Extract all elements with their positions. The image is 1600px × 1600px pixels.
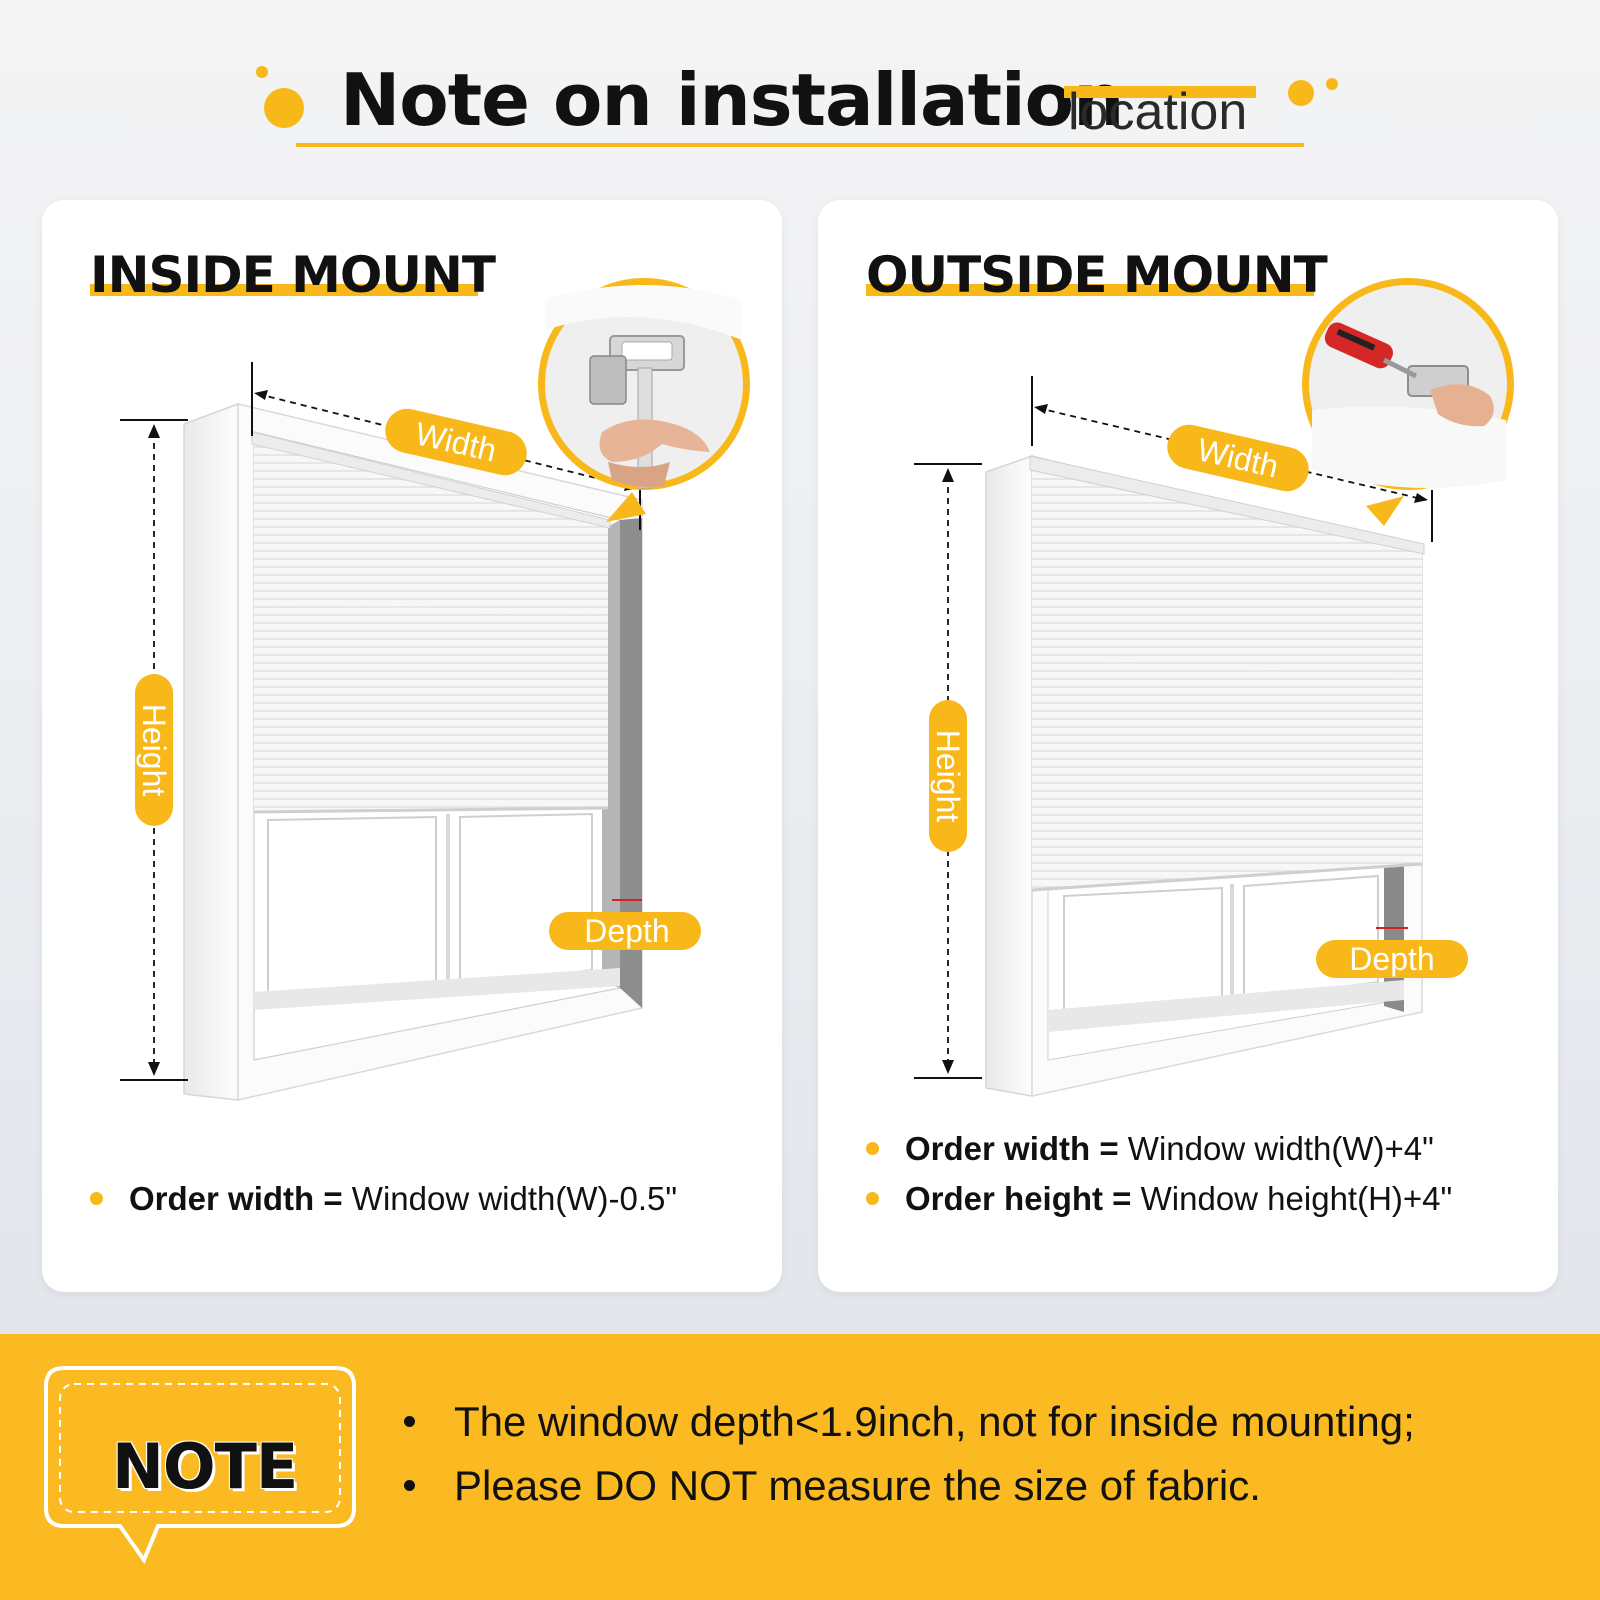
inside-formula-width: Order width = Window width(W)-0.5" xyxy=(90,1180,677,1218)
outside-formula-width: Order width = Window width(W)+4" xyxy=(866,1130,1434,1168)
outside-depth-label: Depth xyxy=(1349,941,1434,977)
cellular-shade xyxy=(251,431,611,814)
note-item: Please DO NOT measure the size of fabric… xyxy=(404,1454,1415,1518)
note-section: NOTE The window depth<1.9inch, not for i… xyxy=(0,1334,1600,1600)
outside-height-label: Height xyxy=(930,730,966,823)
cellular-shade xyxy=(1029,455,1425,892)
outside-mount-card: OUTSIDE MOUNT xyxy=(818,200,1558,1292)
outside-mount-title: OUTSIDE MOUNT xyxy=(866,246,1328,304)
decor-dot-small-right xyxy=(1326,78,1338,90)
page-title: Note on installation xyxy=(340,58,1124,142)
height-dimension: Height xyxy=(914,463,982,1079)
outside-title-highlight xyxy=(866,284,1314,296)
bullet-dot xyxy=(866,1191,879,1205)
header: Note on installation location xyxy=(0,0,1600,190)
outside-mount-diagram: Width Height Depth xyxy=(914,278,1514,1097)
page-title-accent: location xyxy=(1068,83,1248,141)
height-dimension: Height xyxy=(120,419,188,1081)
hand-icon xyxy=(599,419,710,462)
inside-title-highlight xyxy=(90,284,478,296)
outside-formula-height: Order height = Window height(H)+4" xyxy=(866,1180,1452,1218)
note-list: The window depth<1.9inch, not for inside… xyxy=(404,1390,1415,1518)
note-item: The window depth<1.9inch, not for inside… xyxy=(404,1390,1415,1454)
title-accent-highlight xyxy=(1064,86,1256,98)
title-underline xyxy=(296,143,1304,147)
window-panes xyxy=(254,812,620,1010)
inside-mount-diagram: Width Height Depth xyxy=(120,278,750,1101)
bullet-dot xyxy=(90,1191,103,1205)
inside-mount-card: INSIDE MOUNT xyxy=(42,200,782,1292)
width-dimension: Width xyxy=(1031,376,1433,542)
inside-mount-title: INSIDE MOUNT xyxy=(90,246,496,304)
note-label: NOTE xyxy=(112,1430,298,1503)
decor-dot-large-right xyxy=(1288,80,1314,106)
bullet-dot xyxy=(866,1141,879,1155)
screwdriver-icon xyxy=(1324,322,1418,379)
hand-icon xyxy=(1430,384,1494,427)
decor-dot-small-left xyxy=(256,66,268,78)
screwdriver-detail-callout xyxy=(1302,278,1514,526)
inside-height-label: Height xyxy=(136,704,172,797)
bracket-detail-callout xyxy=(538,278,750,522)
note-speech-bubble xyxy=(44,1366,356,1564)
window-panes xyxy=(1048,874,1404,1032)
inside-depth-label: Depth xyxy=(584,913,669,949)
depth-dimension: Depth xyxy=(1316,927,1468,978)
decor-dot-large-left xyxy=(264,88,304,128)
depth-dimension: Depth xyxy=(549,899,701,950)
